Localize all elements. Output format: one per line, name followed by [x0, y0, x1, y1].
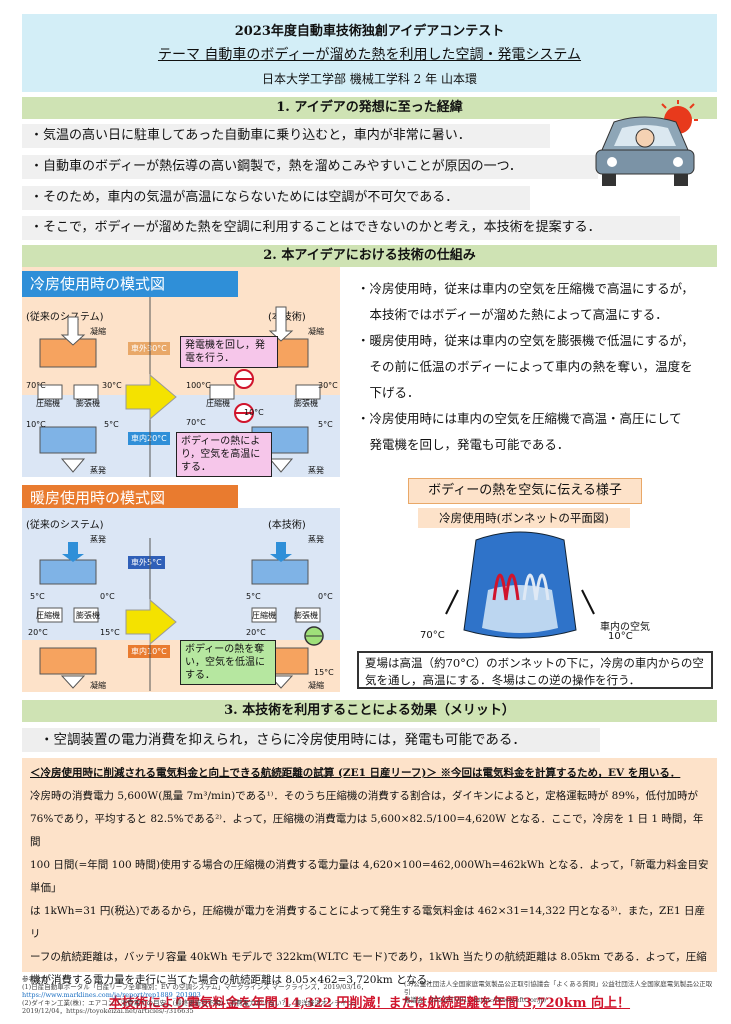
ref-3b: 協議会，2022/07/01，https://www.eftc.or.jp/ [404, 996, 547, 1004]
section2-heading: 2. 本アイデアにおける技術の仕組み [22, 245, 717, 267]
heat-condense-right: 凝縮 [308, 681, 324, 690]
cool-evap-right: 蒸発 [308, 466, 324, 475]
mech-line-4: その前に低温のボディーによって車内の熱を奪い，温度を [357, 359, 693, 374]
mech-line-7: 発電機を回し，発電も可能である． [357, 437, 570, 452]
cool-t30-left: 30°C [102, 381, 122, 390]
cool-t70-right: 70°C [186, 418, 206, 427]
ref-heading: 参考文献 [22, 975, 48, 983]
cool-t30-right: 30°C [318, 381, 338, 390]
calc-line-1: 冷房時の消費電力 5,600W(風量 7m³/min)である¹⁾．そのうち圧縮機… [30, 790, 698, 802]
cool-t10-left: 10°C [26, 420, 46, 429]
car-temp-cool: 10°C [608, 631, 633, 642]
section1-heading: 1. アイデアの発想に至った経緯 [22, 97, 717, 119]
cool-compressor-right: 圧縮機 [206, 399, 230, 408]
heat-proposed-label: (本技術) [268, 520, 306, 531]
calc-line-3: 100 日間(=年間 100 時間)使用する場合の圧縮機の消費する電力量は 4,… [30, 859, 709, 894]
cool-body-callout: ボディーの熱により，空気を高温にする． [176, 432, 272, 477]
cool-t70-left: 70°C [26, 381, 46, 390]
cooling-cycle-svg [37, 297, 321, 477]
section3-heading: 3. 本技術を利用することによる効果（メリット） [22, 700, 717, 722]
cool-conventional-label: (従来のシステム) [26, 312, 104, 323]
body-heat-figure-title: ボディーの熱を空気に伝える様子 [408, 478, 642, 504]
calc-line-6: 機が消費する電力量を走行に当てた場合の航続距離は 8.05×462=3,720k… [30, 974, 438, 986]
cool-condense-right: 凝縮 [308, 327, 324, 336]
heat-evap-left: 蒸発 [90, 535, 106, 544]
references-right: (3)公益社団法人全国家庭電気製品公正取引協議会「よくある質問」公益社団法人全国… [404, 980, 714, 1004]
calc-line-4: は 1kWh=31 円(税込)であるから，圧縮機が電力を消費することによって発生… [30, 905, 706, 940]
cool-inside-temp: 車内20°C [128, 432, 170, 445]
cool-t5-left: 5°C [104, 420, 119, 429]
cool-expander-right: 膨張機 [294, 399, 318, 408]
summer-note: 夏場は高温（約70°C）のボンネットの下に，冷房の車内からの空気を通し，高温にす… [357, 651, 713, 689]
cool-t5-right: 5°C [318, 420, 333, 429]
heat-expander-right: 膨張機 [294, 611, 318, 620]
calc-title: ＜冷房使用時に削減される電気料金と向上できる航続距離の試算 (ZE1 日産リーフ… [30, 767, 681, 779]
heat-t0-right: 0°C [318, 592, 333, 601]
mechanism-text: ・冷房使用時，従来は車内の空気を圧縮機で高温にするが， 本技術ではボディーが溜め… [357, 276, 712, 458]
bullet-3: ・そのため，車内の気温が高温にならないためには空調が不可欠である． [22, 186, 530, 210]
ref-1: (1)日産自動車ポータル「日産リーフ全車種別：EV の空調システム」マークライン… [22, 983, 368, 991]
generator-callout: 発電機を回し，発電を行う． [180, 336, 278, 368]
heat-t15-right: 15°C [314, 668, 334, 677]
car-topview-illustration [445, 531, 595, 639]
cool-expander-left: 膨張機 [76, 399, 100, 408]
calc-line-2: 76%であり，平均すると 82.5%である²⁾．よって，圧縮機の消費電力は 5,… [30, 813, 704, 848]
heat-condense-left: 凝縮 [90, 681, 106, 690]
effect-statement: ・空調装置の電力消費を抑えられ，さらに冷房使用時には，発電も可能である． [22, 728, 600, 752]
mech-line-2: 本技術ではボディーが溜めた熱によって高温にする． [357, 307, 668, 322]
heating-diagram-title: 暖房使用時の模式図 [22, 485, 238, 511]
heat-t20-right: 20°C [246, 628, 266, 637]
cool-t10-right: 10°C [244, 408, 264, 417]
car-air-label: 車内の空気 [600, 622, 650, 633]
contest-title: 2023年度自動車技術独創アイデアコンテスト [234, 24, 505, 39]
page-header: 2023年度自動車技術独創アイデアコンテスト テーマ 自動車のボディーが溜めた熱… [22, 14, 717, 92]
mech-line-3: ・暖房使用時，従来は車内の空気を膨張機で低温にするが， [357, 333, 694, 348]
mech-line-6: ・冷房使用時には車内の空気を圧縮機で高温・高圧にして [357, 411, 682, 426]
cool-t100: 100°C [186, 381, 211, 390]
heat-t0-left: 0°C [100, 592, 115, 601]
heat-t5-left: 5°C [30, 592, 45, 601]
heat-t15-left: 15°C [100, 628, 120, 637]
heat-conventional-label: (従来のシステム) [26, 520, 104, 531]
car-temp-hot: 70°C [420, 630, 445, 641]
heat-evap-right: 蒸発 [308, 535, 324, 544]
heat-t5-right: 5°C [246, 592, 261, 601]
cool-outside-temp: 車外30°C [128, 342, 170, 355]
calc-line-5: ーフの航続距離は，バッテリ容量 40kWh モデルで 322km(WLTC モー… [30, 951, 707, 963]
ref-2: (2)ダイキン工業(株)：エアコン「消費電力の目安」(最終更新日不明)「消費電力… [22, 999, 360, 1015]
ref-1-link[interactable]: https://www.marklines.com/ja/report/rep1… [22, 991, 201, 999]
cool-evap-left: 蒸発 [90, 466, 106, 475]
ref-3: (3)公益社団法人全国家庭電気製品公正取引協議会「よくある質問」公益社団法人全国… [404, 980, 713, 996]
cooling-diagram-title: 冷房使用時の模式図 [22, 271, 238, 297]
theme-title: テーマ 自動車のボディーが溜めた熱を利用した空調・発電システム [157, 47, 582, 63]
heat-t20-left: 20°C [28, 628, 48, 637]
mech-line-1: ・冷房使用時，従来は車内の空気を圧縮機で高温にするが， [357, 281, 694, 296]
mech-line-5: 下げる． [357, 385, 420, 400]
conclusion: 本技術により電気料金を年間 14,322 円削減！または航続距離を年間 3,72… [108, 996, 631, 1011]
bullet-4: ・そこで，ボディーが溜めた熱を空調に利用することはできないのかと考え，本技術を提… [22, 216, 680, 240]
cool-proposed-label: (本技術) [268, 312, 306, 323]
body-heat-figure-sub: 冷房使用時(ボンネットの平面図) [418, 508, 630, 528]
heat-compressor-right: 圧縮機 [252, 611, 276, 620]
heat-compressor-left: 圧縮機 [36, 611, 60, 620]
cool-condense-left: 凝縮 [90, 327, 106, 336]
author-line: 日本大学工学部 機械工学科 2 年 山本環 [262, 72, 477, 86]
references-left: 参考文献 (1)日産自動車ポータル「日産リーフ全車種別：EV の空調システム」マ… [22, 975, 382, 1015]
cool-compressor-left: 圧縮機 [36, 399, 60, 408]
bullet-2: ・自動車のボディーが熱伝導の高い鋼製で，熱を溜めこみやすいことが原因の一つ． [22, 155, 598, 179]
heat-body-callout: ボディーの熱を奪い，空気を低温にする． [180, 640, 276, 685]
bullet-1: ・気温の高い日に駐車してあった自動車に乗り込むと，車内が非常に暑い． [22, 124, 550, 148]
heat-expander-left: 膨張機 [76, 611, 100, 620]
calculation-box: ＜冷房使用時に削減される電気料金と向上できる航続距離の試算 (ZE1 日産リーフ… [22, 758, 717, 1011]
heat-outside-temp: 車外5°C [128, 556, 165, 569]
heat-inside-temp: 車内10°C [128, 645, 170, 658]
hot-car-illustration [595, 100, 698, 186]
